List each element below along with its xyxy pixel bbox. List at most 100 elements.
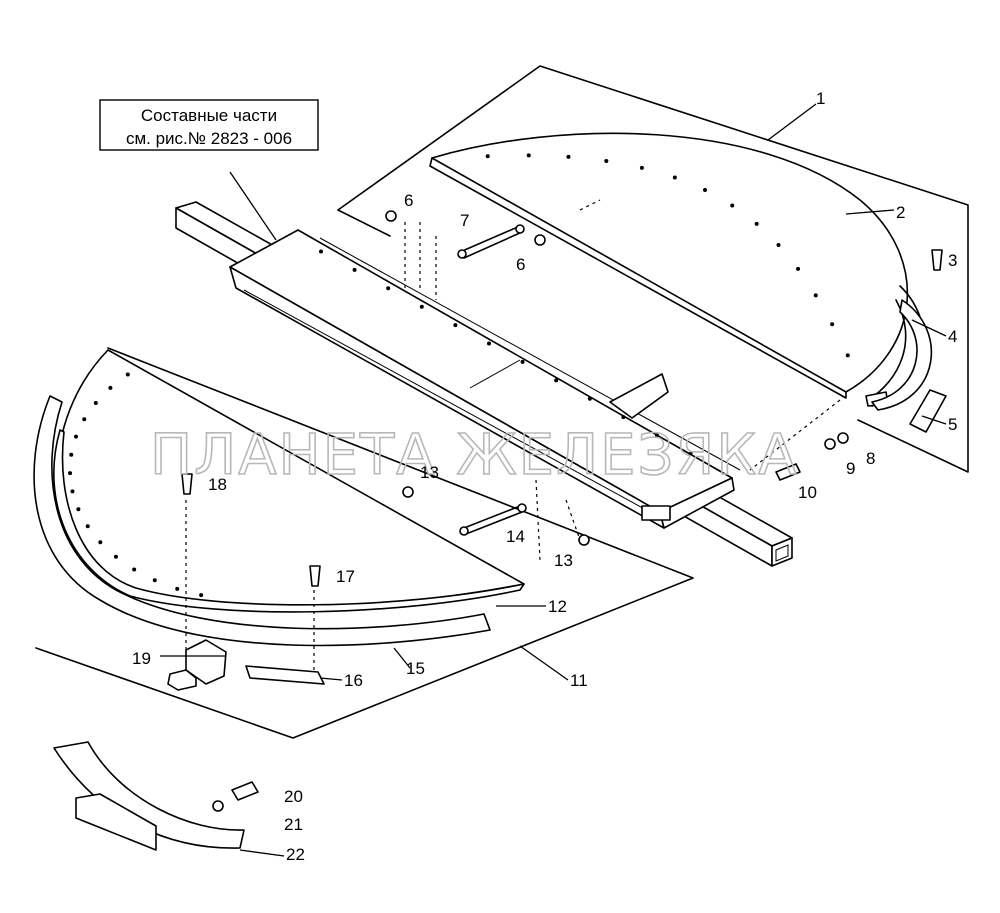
bolt-10 [775, 463, 801, 481]
assembly-lines [185, 199, 841, 670]
nut-13a [402, 486, 414, 498]
rivet-dot [85, 524, 90, 529]
callout-6b: 6 [516, 255, 525, 274]
rivet-dot [796, 266, 801, 271]
washer-21 [212, 800, 224, 812]
rivet-dot [730, 203, 735, 208]
rivet-dot [74, 434, 79, 439]
rivet-dot [639, 165, 644, 170]
screw-18 [181, 473, 193, 495]
callout-9: 9 [846, 459, 855, 478]
rivet-dot [132, 567, 137, 572]
rivet-dot [655, 433, 659, 438]
callout-12: 12 [548, 597, 567, 616]
callout-15: 15 [406, 659, 425, 678]
rivet-dot [125, 372, 130, 377]
rivet-dot [688, 451, 693, 456]
nut-8 [837, 432, 849, 444]
rivet-dot [566, 154, 571, 159]
leader-lines [160, 103, 947, 857]
callout-11: 11 [570, 671, 588, 690]
rivet-dot [554, 378, 559, 383]
rivet-dot [621, 415, 626, 420]
bracket-19 [167, 639, 227, 691]
callout-4: 4 [948, 327, 957, 346]
half-disk-2 [429, 132, 926, 407]
rivet-dot [845, 353, 850, 358]
rivet-dot [776, 243, 781, 248]
rivet-dot [604, 159, 609, 164]
nut-13b [578, 534, 590, 546]
rivet-dots [68, 153, 850, 598]
rivet-dot [587, 396, 592, 401]
rivet-dot [526, 153, 531, 158]
strip-15 [33, 395, 491, 647]
callout-6a: 6 [404, 191, 413, 210]
callout-5: 5 [948, 415, 957, 434]
assembly-1-outline [337, 65, 969, 473]
callout-22: 22 [286, 845, 305, 864]
strip-4 [871, 299, 933, 411]
callout-20: 20 [284, 787, 303, 806]
callout-17: 17 [336, 567, 355, 586]
callout-10: 10 [798, 483, 817, 502]
rivet-dot [113, 554, 118, 559]
rivet-dot [386, 286, 391, 291]
nut-6a [385, 210, 397, 222]
bolt-3 [931, 249, 943, 271]
rivet-dot [487, 341, 491, 346]
rivet-dot [419, 304, 424, 309]
callout-19: 19 [132, 649, 151, 668]
callout-8: 8 [866, 449, 875, 468]
rivet-dot [199, 593, 204, 598]
rivet-dot [754, 221, 759, 226]
rivet-dot [352, 267, 357, 272]
bolt-20 [231, 781, 259, 801]
assembly-1-outline-left [337, 209, 391, 237]
rivet-dot [68, 471, 73, 476]
rivet-dot [76, 507, 81, 512]
rod-7 [457, 224, 525, 259]
rivet-dot [453, 323, 458, 328]
segment-22 [53, 741, 245, 851]
callout-13a: 13 [420, 463, 439, 482]
callout-2: 2 [896, 203, 905, 222]
callout-13b: 13 [554, 551, 573, 570]
note-box: Составные части см. рис.№ 2823 - 006 [99, 99, 319, 151]
assembly-11-outline [35, 347, 694, 739]
rivet-dot [485, 154, 490, 159]
rivet-dot [703, 188, 707, 192]
clamp-5 [909, 389, 947, 433]
note-line-2: см. рис.№ 2823 - 006 [126, 129, 292, 148]
half-disk-12 [53, 349, 525, 613]
rivet-dot [813, 293, 818, 298]
rivet-dot [98, 540, 103, 545]
callout-18: 18 [208, 475, 227, 494]
clamp-16 [245, 665, 325, 685]
callout-14: 14 [506, 527, 525, 546]
callout-7: 7 [460, 211, 469, 230]
rod-14 [459, 503, 527, 536]
callout-21: 21 [284, 815, 303, 834]
rivet-dot [82, 417, 87, 422]
central-frame [229, 229, 741, 529]
nut-6b [534, 234, 546, 246]
note-line-1: Составные части [141, 106, 277, 125]
callout-1: 1 [816, 89, 825, 108]
callout-16: 16 [344, 671, 363, 690]
rivet-dot [70, 489, 75, 494]
rivet-dot [175, 586, 180, 591]
rivet-dot [152, 578, 157, 583]
rivet-dot [93, 400, 98, 405]
rivet-dot [108, 385, 113, 390]
rivet-dot [830, 322, 835, 327]
screw-17 [309, 565, 321, 587]
watermark: ПЛАНЕТА ЖЕЛЕЗЯКА [150, 423, 798, 488]
rivet-dot [319, 249, 323, 254]
callout-labels: 1 2 3 4 5 6 6 7 8 9 10 11 12 13 13 14 15… [132, 89, 957, 864]
rivet-dot [672, 175, 677, 180]
fasteners [181, 210, 943, 812]
callout-3: 3 [948, 251, 957, 270]
